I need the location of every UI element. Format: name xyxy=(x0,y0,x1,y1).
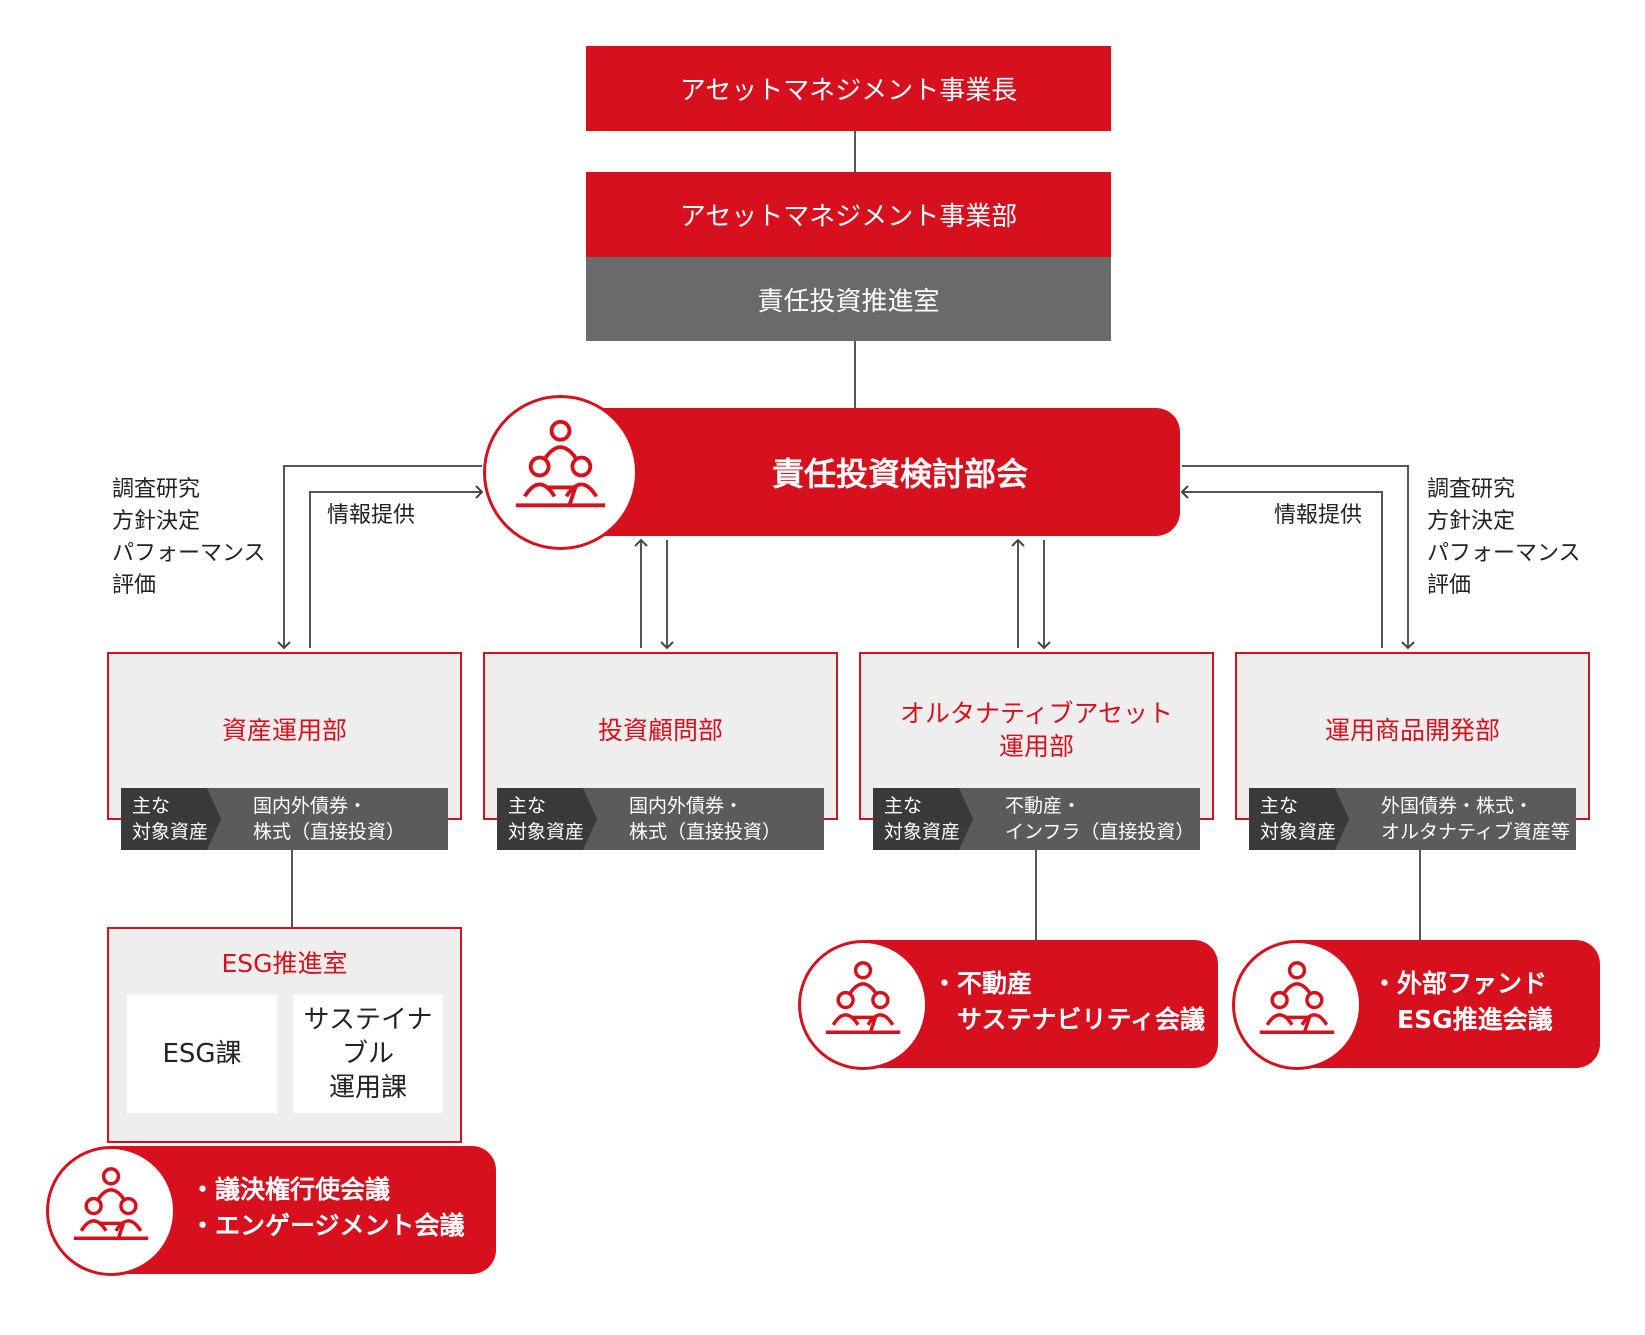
esg-office-box: ESG推進室 ESG課 サステイナ ブル 運用課 xyxy=(107,927,462,1143)
committee-text: ・外部ファンド ESG推進会議 xyxy=(1372,969,1553,1034)
head-box: アセットマネジメント事業長 xyxy=(586,46,1111,131)
committee-icon-circle xyxy=(1232,940,1362,1070)
asset-bar: 主な 対象資産 不動産・ インフラ（直接投資） xyxy=(873,788,1200,850)
asset-label-bg xyxy=(1249,788,1349,850)
dept-title: 投資顧問部 xyxy=(597,716,723,745)
external-fund-esg-committee: ・外部ファンド ESG推進会議 xyxy=(1300,940,1600,1068)
asset-value: 外国債券・株式・ オルタナティブ資産等 xyxy=(1381,795,1570,843)
left-info-label: 情報提供 xyxy=(327,503,416,528)
asset-value: 不動産・ インフラ（直接投資） xyxy=(1005,795,1195,843)
asset-value: 国内外債券・ 株式（直接投資） xyxy=(629,795,782,843)
asset-label-bg xyxy=(873,788,973,850)
committee-icon-circle xyxy=(46,1146,176,1276)
asset-label: 主な 対象資産 xyxy=(132,795,209,843)
main-committee-icon-circle xyxy=(483,395,638,550)
meeting-people-icon xyxy=(515,419,606,508)
meeting-people-icon xyxy=(73,1167,149,1241)
right-research-label: 調査研究 方針決定 パフォーマンス 評価 xyxy=(1427,477,1581,598)
sustainable-section-box: サステイナ ブル 運用課 xyxy=(293,995,443,1113)
voting-engagement-committee: ・議決権行使会議 ・エンゲージメント会議 xyxy=(110,1146,496,1274)
committee-icon-circle xyxy=(798,940,928,1070)
division-label: アセットマネジメント事業部 xyxy=(679,202,1018,232)
asset-bar: 主な 対象資産 外国債券・株式・ オルタナティブ資産等 xyxy=(1249,788,1576,850)
asset-label-bg xyxy=(497,788,597,850)
meeting-people-icon xyxy=(1259,961,1335,1035)
committee-text: ・不動産 サステナビリティ会議 xyxy=(932,969,1206,1034)
asset-bar: 主な 対象資産 国内外債券・ 株式（直接投資） xyxy=(121,788,448,850)
head-label: アセットマネジメント事業長 xyxy=(679,76,1018,106)
esg-section-box: ESG課 xyxy=(127,995,277,1113)
left-research-label: 調査研究 方針決定 パフォーマンス 評価 xyxy=(112,477,266,598)
main-committee-box: 責任投資検討部会 xyxy=(560,408,1180,536)
esg-office-title: ESG推進室 xyxy=(221,949,348,978)
committee-text: ・議決権行使会議 ・エンゲージメント会議 xyxy=(190,1175,465,1240)
asset-value: 国内外債券・ 株式（直接投資） xyxy=(253,795,406,843)
dept-title: 資産運用部 xyxy=(221,716,347,745)
main-committee-label: 責任投資検討部会 xyxy=(771,455,1028,493)
division-box: アセットマネジメント事業部 xyxy=(586,172,1111,257)
asset-bar: 主な 対象資産 国内外債券・ 株式（直接投資） xyxy=(497,788,824,850)
asset-label: 主な 対象資産 xyxy=(1260,795,1337,843)
dept-title: オルタナティブアセット 運用部 xyxy=(899,699,1173,761)
dept-title: 運用商品開発部 xyxy=(1324,716,1500,745)
meeting-people-icon xyxy=(825,961,901,1035)
office-box: 責任投資推進室 xyxy=(586,257,1111,341)
asset-label: 主な 対象資産 xyxy=(884,795,961,843)
asset-label-bg xyxy=(121,788,221,850)
asset-label: 主な 対象資産 xyxy=(508,795,585,843)
office-label: 責任投資推進室 xyxy=(757,286,940,317)
right-info-label: 情報提供 xyxy=(1274,503,1363,528)
